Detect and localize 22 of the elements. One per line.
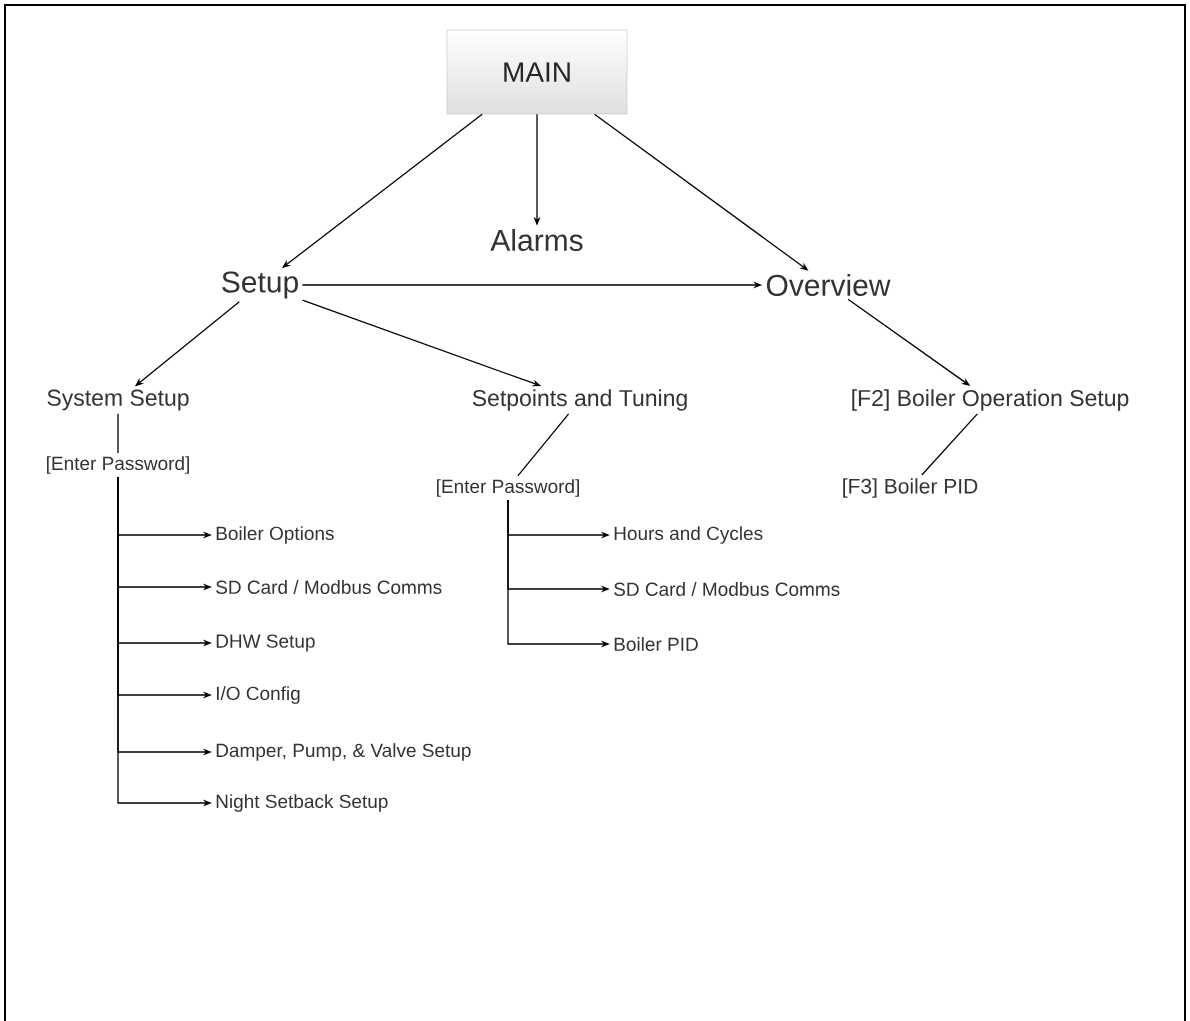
connector-line [517,413,570,477]
menu-label: [Enter Password] [437,479,579,497]
menu-label: System Setup [47,389,189,411]
connector-line [117,413,119,454]
menu-label: [F2] Boiler Operation Setup [852,389,1129,411]
menu-label: [F3] Boiler PID [843,478,978,498]
menu-label: [Enter Password] [47,456,189,474]
menu-label: Alarms [490,229,583,252]
menu-label: I/O Config [216,686,300,704]
menu-label: SD Card / Modbus Comms [614,582,840,596]
menu-label: Damper, Pump, & Valve Setup [216,743,471,761]
menu-label: Setpoints and Tuning [472,389,687,411]
menu-label: Hours and Cycles [614,526,763,544]
connector-line [921,413,978,476]
menu-label: Boiler Options [216,526,334,544]
menu-label: Night Setback Setup [216,794,388,812]
menu-label: DHW Setup [216,634,315,652]
menu-label: SD Card / Modbus Comms [216,580,442,594]
menu-box: MAIN [446,29,628,115]
menu-label: Setup [222,271,298,299]
menu-label: Boiler PID [614,637,698,651]
menu-label: Overview [766,274,891,297]
